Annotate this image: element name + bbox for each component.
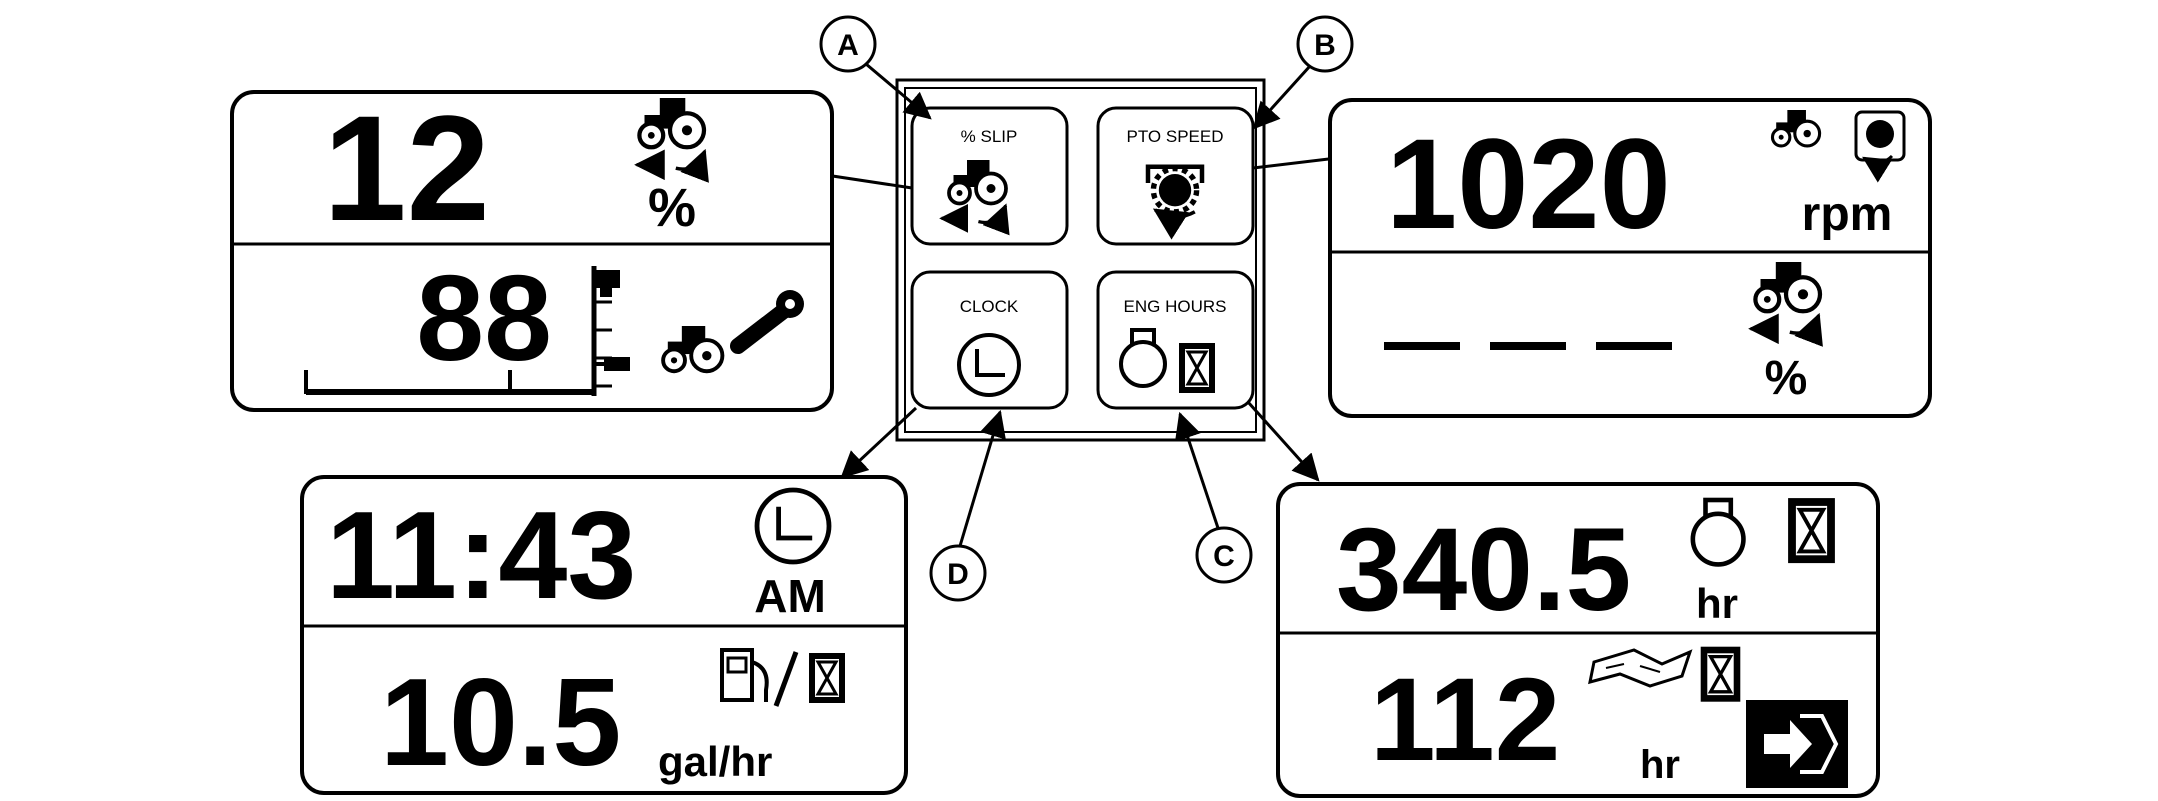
clock-button[interactable]: CLOCK <box>910 270 1069 410</box>
leader-lines <box>865 62 1312 547</box>
slip-display: 12 % 88 <box>230 84 834 412</box>
callout-b-label: B <box>1314 29 1336 62</box>
clock-icon <box>757 490 829 562</box>
callout-c-label: C <box>1213 540 1235 573</box>
clock-meridiem: AM <box>754 570 826 622</box>
implement-depth-icon <box>304 266 630 396</box>
engine-hours-value: 340.5 <box>1336 504 1631 636</box>
callout-c: C <box>1195 526 1253 584</box>
fuel-rate-value: 10.5 <box>380 654 621 792</box>
pto-display: 1020 rpm % <box>1328 98 1932 418</box>
clock-time: 11:43 <box>326 487 636 625</box>
hourglass-icon <box>1704 650 1737 698</box>
fuel-rate-unit: gal/hr <box>658 738 772 785</box>
console-panel <box>895 78 1266 442</box>
pto-speed-button[interactable]: PTO SPEED <box>1096 106 1255 246</box>
slip-value: 12 <box>323 84 490 252</box>
eng-hours-button-label: ENG HOURS <box>1124 297 1227 316</box>
eng-hours-button[interactable]: ENG HOURS <box>1096 270 1255 410</box>
callout-a: A <box>819 15 877 73</box>
engine-hours-unit: hr <box>1696 580 1738 627</box>
slip-button-label: % SLIP <box>961 127 1018 146</box>
service-hours-unit: hr <box>1640 743 1680 787</box>
hourglass-icon <box>1792 502 1831 559</box>
service-hours-value: 112 <box>1370 654 1560 786</box>
pto-value: 1020 <box>1386 113 1671 256</box>
fuel-pump-icon <box>720 648 799 707</box>
slip-button[interactable]: % SLIP <box>910 106 1069 246</box>
clock-icon <box>957 333 1021 397</box>
clock-display: 11:43 AM 10.5 gal/hr <box>300 475 908 795</box>
pto-shaft-icon <box>1770 108 1906 183</box>
callout-a-label: A <box>837 29 859 62</box>
callout-d: D <box>929 544 987 602</box>
callout-d-label: D <box>947 558 969 591</box>
pto-unit: rpm <box>1802 188 1893 241</box>
slip-unit: % <box>648 178 696 238</box>
pto-slip-unit: % <box>1765 352 1808 405</box>
enter-arrow-icon <box>1746 700 1848 788</box>
hourglass-icon <box>812 656 842 700</box>
eng-hours-display: 340.5 hr 112 hr <box>1276 482 1880 798</box>
pto-speed-button-label: PTO SPEED <box>1127 127 1224 146</box>
callout-b: B <box>1296 15 1354 73</box>
tractor-implement-icon <box>661 290 804 374</box>
service-manual-icon <box>1588 648 1693 688</box>
clock-button-label: CLOCK <box>960 297 1019 316</box>
slip-sub-value: 88 <box>416 250 552 386</box>
